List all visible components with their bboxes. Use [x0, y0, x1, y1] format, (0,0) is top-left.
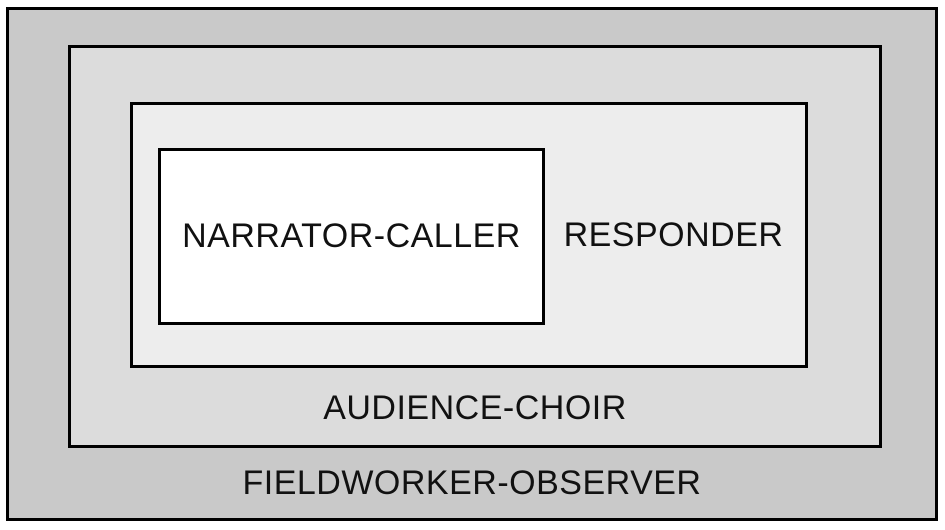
audience-choir-label: AUDIENCE-CHOIR: [323, 388, 627, 427]
responder-label-area: RESPONDER: [545, 105, 802, 365]
fieldworker-observer-box: NARRATOR-CALLER RESPONDER AUDIENCE-CHOIR…: [6, 7, 938, 521]
audience-choir-box: NARRATOR-CALLER RESPONDER AUDIENCE-CHOIR: [68, 45, 882, 448]
audience-choir-label-area: AUDIENCE-CHOIR: [71, 371, 879, 445]
fieldworker-observer-label-area: FIELDWORKER-OBSERVER: [9, 448, 935, 518]
responder-box: NARRATOR-CALLER RESPONDER: [130, 102, 808, 368]
responder-label: RESPONDER: [563, 215, 784, 254]
narrator-caller-label: NARRATOR-CALLER: [182, 217, 521, 255]
fieldworker-observer-label: FIELDWORKER-OBSERVER: [242, 463, 702, 502]
narrator-caller-box: NARRATOR-CALLER: [158, 148, 545, 325]
